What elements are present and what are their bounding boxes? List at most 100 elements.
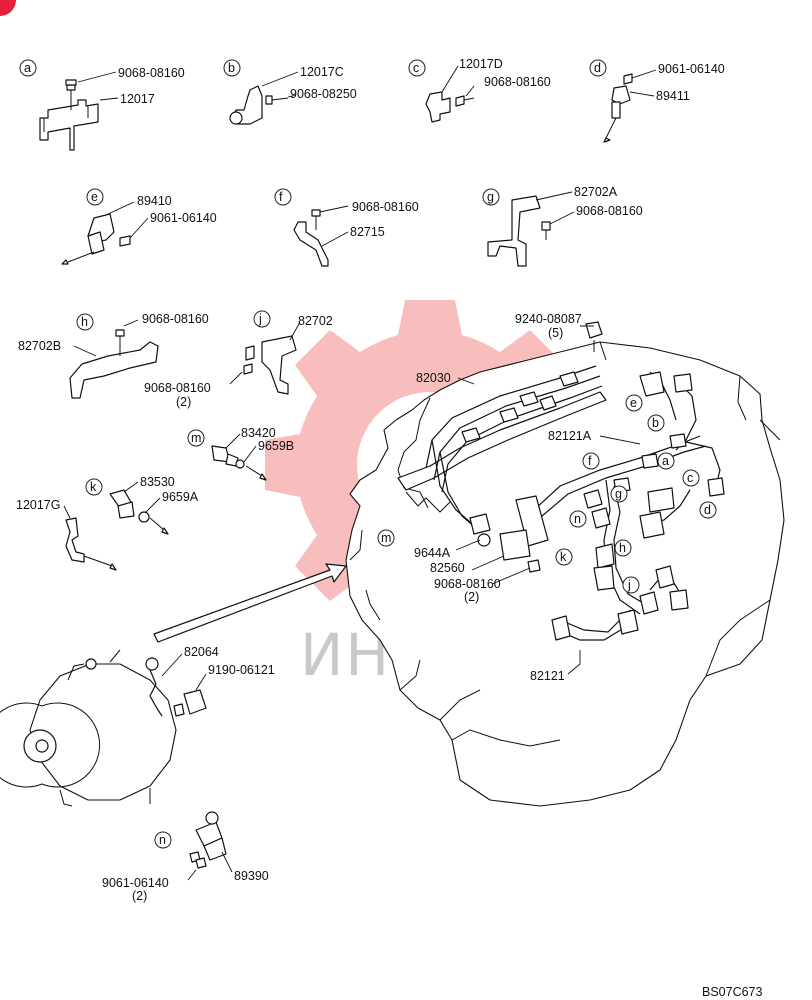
- callout-b: b: [223, 59, 241, 77]
- detail-f: f 9068-08160 82715: [274, 188, 419, 267]
- part-label: 9068-08160: [576, 204, 643, 218]
- part-label: 9068-08160: [484, 75, 551, 89]
- svg-text:a: a: [662, 454, 669, 468]
- part-label: 9659A: [162, 490, 199, 504]
- callout-c: c: [408, 59, 426, 77]
- svg-text:f: f: [279, 190, 283, 204]
- detail-c: c 12017D 9068-08160: [408, 57, 551, 123]
- svg-text:j: j: [258, 312, 262, 326]
- part-label: 82030: [416, 371, 451, 385]
- detail-e: e 89410 9061-06140: [61, 188, 217, 265]
- callout-d: d: [589, 59, 607, 77]
- svg-text:a: a: [24, 61, 31, 75]
- callout-j-engine: j: [622, 576, 640, 594]
- callout-n-engine: n: [569, 510, 587, 528]
- part-label: 89390: [234, 869, 269, 883]
- svg-text:k: k: [90, 480, 97, 494]
- engine-callouts: e b f a c g d n h k j m: [377, 394, 717, 594]
- svg-text:h: h: [81, 315, 88, 329]
- callout-g-engine: g: [610, 485, 628, 503]
- part-label: 9644A: [414, 546, 451, 560]
- part-qty: (2): [176, 395, 191, 409]
- part-label: 12017G: [16, 498, 60, 512]
- svg-text:e: e: [91, 190, 98, 204]
- svg-text:d: d: [704, 503, 711, 517]
- part-label: 9061-06140: [150, 211, 217, 225]
- svg-text:f: f: [588, 454, 592, 468]
- callout-d-engine: d: [699, 501, 717, 519]
- svg-text:n: n: [574, 512, 581, 526]
- bracket-12017d-drawing: [425, 91, 475, 123]
- detail-d: d 9061-06140 89411: [589, 59, 725, 143]
- part-label: 12017: [120, 92, 155, 106]
- corner-badge: [0, 0, 16, 16]
- main-harness-drawing: [477, 371, 725, 641]
- part-label: 9190-06121: [208, 663, 275, 677]
- svg-text:g: g: [615, 487, 622, 501]
- part-label: 82702B: [18, 339, 61, 353]
- bracket-82702b-drawing: [69, 329, 159, 399]
- svg-text:k: k: [560, 550, 567, 564]
- svg-text:BS07C673: BS07C673: [702, 985, 763, 999]
- part-label: 9068-08160: [142, 312, 209, 326]
- callout-g: g: [482, 188, 500, 206]
- alternator-drawing: [0, 649, 207, 807]
- detail-b: b 12017C 9068-08250: [223, 59, 357, 125]
- callout-e-engine: e: [625, 394, 643, 412]
- detail-a: a 9068-08160 12017: [19, 59, 185, 151]
- drawing-code: BS07C673: [702, 985, 763, 999]
- svg-text:c: c: [413, 61, 419, 75]
- part-label: 9240-08087: [515, 312, 582, 326]
- detail-h: h 9068-08160 82702B: [18, 312, 209, 399]
- callout-h-engine: h: [614, 539, 632, 557]
- svg-text:m: m: [191, 431, 201, 445]
- callout-e: e: [86, 188, 104, 206]
- callout-b-engine: b: [647, 414, 665, 432]
- svg-text:b: b: [652, 416, 659, 430]
- part-label: 12017D: [459, 57, 503, 71]
- sensor-89390-drawing: [189, 811, 227, 869]
- bracket-82715-drawing: [293, 209, 329, 267]
- bracket-12017-drawing: [39, 79, 99, 151]
- part-label: 9061-06140: [102, 876, 169, 890]
- part-label: 9068-08160: [352, 200, 419, 214]
- part-label: 9068-08160: [434, 577, 501, 591]
- engine-labels: 9240-08087 (5) 82030 82121A 9644A 82560 …: [414, 312, 641, 683]
- part-label: 12017C: [300, 65, 344, 79]
- callout-h: h: [76, 313, 94, 331]
- part-label: 9068-08160: [118, 66, 185, 80]
- callout-f-engine: f: [582, 452, 600, 470]
- callout-m-engine: m: [377, 529, 395, 547]
- detail-m: m 83420 9659B: [187, 426, 294, 481]
- part-label: 82064: [184, 645, 219, 659]
- callout-j: j: [253, 310, 271, 328]
- callout-k-engine: k: [555, 548, 573, 566]
- callout-n: n: [154, 831, 172, 849]
- svg-text:d: d: [594, 61, 601, 75]
- bracket-12017g-drawing: [65, 517, 117, 571]
- callout-f: f: [274, 188, 292, 206]
- part-label: 82715: [350, 225, 385, 239]
- part-qty: (2): [464, 590, 479, 604]
- part-label: 9068-08160: [144, 381, 211, 395]
- arrow-pointer: [153, 563, 347, 643]
- alternator-labels: 82064 9190-06121: [161, 645, 275, 691]
- part-label: 82702: [298, 314, 333, 328]
- switch-83530-drawing: [109, 489, 169, 535]
- engine-drawing: [345, 321, 785, 807]
- svg-text:c: c: [687, 471, 693, 485]
- part-label: 89410: [137, 194, 172, 208]
- bracket-82702-drawing: [243, 335, 297, 395]
- part-label: 83530: [140, 475, 175, 489]
- part-label: 82121: [530, 669, 565, 683]
- part-label: 83420: [241, 426, 276, 440]
- svg-text:n: n: [159, 833, 166, 847]
- callout-k: k: [85, 478, 103, 496]
- bracket-82702a-drawing: [487, 195, 551, 267]
- part-qty: (2): [132, 889, 147, 903]
- callout-c-engine: c: [682, 469, 700, 487]
- svg-text:g: g: [487, 190, 494, 204]
- part-label: 9068-08250: [290, 87, 357, 101]
- callout-m: m: [187, 429, 205, 447]
- svg-text:h: h: [619, 541, 626, 555]
